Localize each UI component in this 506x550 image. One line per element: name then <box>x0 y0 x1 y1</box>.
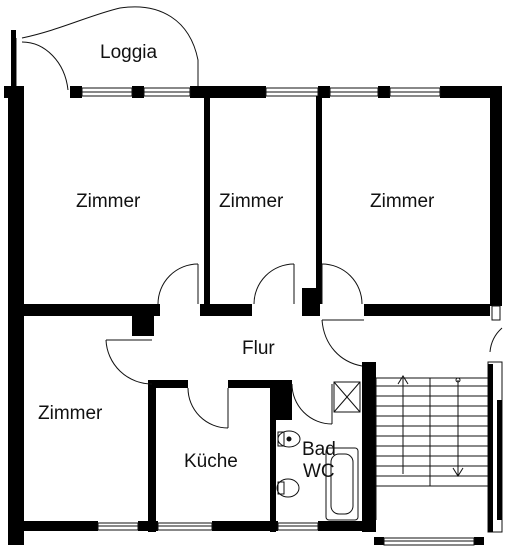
room-label-wc: WC <box>303 461 335 482</box>
stair-wall-right-outer <box>497 400 502 520</box>
room-label-zimmer-2: Zimmer <box>219 191 284 212</box>
room-label-flur: Flur <box>242 338 275 359</box>
exterior-walls <box>4 86 502 545</box>
room-label-kueche: Küche <box>184 451 238 472</box>
room-label-zimmer-3: Zimmer <box>370 191 435 212</box>
room-label-zimmer-4: Zimmer <box>38 403 103 424</box>
room-label-zimmer-1: Zimmer <box>76 191 141 212</box>
windows <box>81 87 501 546</box>
bad-fixtures <box>276 381 361 521</box>
stair-wall-right <box>488 364 493 532</box>
interior-walls <box>24 96 490 532</box>
loggia-rail <box>11 30 16 88</box>
staircase <box>375 361 503 533</box>
room-label-loggia: Loggia <box>100 42 158 63</box>
door-swings <box>105 263 503 429</box>
room-label-bad: Bad <box>302 439 336 460</box>
